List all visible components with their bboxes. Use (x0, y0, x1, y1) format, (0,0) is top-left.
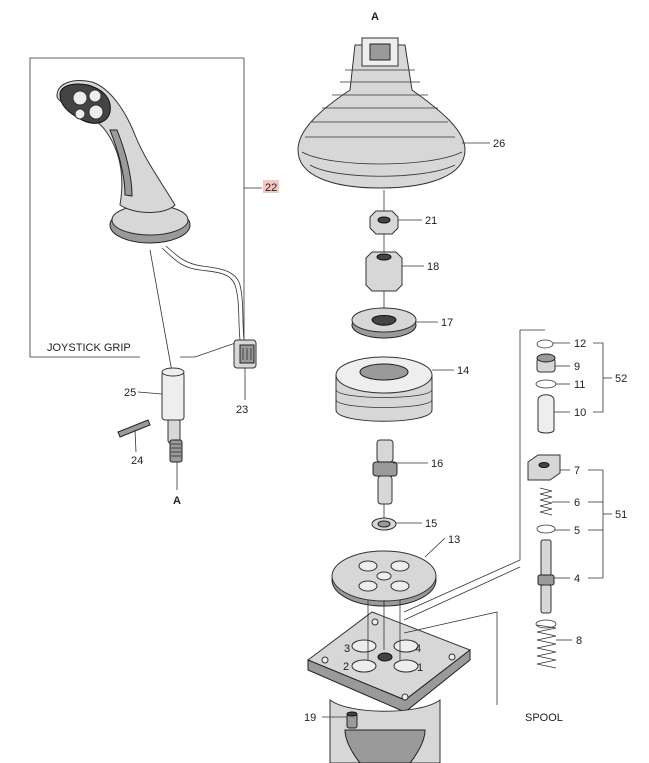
label-hole-1: 1 (417, 662, 423, 674)
connector-23 (233, 339, 257, 400)
label-part-8[interactable]: 8 (576, 635, 582, 647)
label-a-top: A (371, 11, 379, 23)
label-part-7[interactable]: 7 (574, 465, 580, 477)
rod-25 (149, 249, 185, 490)
plate-13 (331, 537, 446, 607)
label-part-18[interactable]: 18 (427, 261, 439, 273)
washer-15 (371, 517, 422, 531)
grip-cable-outer (165, 245, 245, 341)
shaft-18 (365, 251, 424, 292)
label-hole-4: 4 (415, 643, 421, 655)
label-part-15[interactable]: 15 (425, 518, 437, 530)
label-joystick-grip: JOYSTICK GRIP (47, 342, 131, 354)
label-part-51[interactable]: 51 (615, 509, 627, 521)
label-part-16[interactable]: 16 (431, 458, 443, 470)
label-hole-3: 3 (344, 643, 350, 655)
center-guide-lines (367, 190, 401, 660)
base-body (306, 611, 472, 763)
spool-parts (527, 339, 612, 669)
label-part-24[interactable]: 24 (131, 455, 143, 467)
leader-25 (137, 391, 163, 395)
screw-19 (322, 711, 358, 729)
label-part-26[interactable]: 26 (493, 138, 505, 150)
joystick-grip-box (29, 57, 262, 358)
pusher-16 (372, 439, 428, 505)
boot-26 (297, 37, 490, 189)
label-part-23[interactable]: 23 (236, 404, 248, 416)
highlight-22 (263, 180, 279, 193)
label-part-12[interactable]: 12 (574, 338, 586, 350)
label-part-6[interactable]: 6 (574, 497, 580, 509)
spool-box (403, 329, 545, 705)
label-part-4[interactable]: 4 (574, 573, 580, 585)
nut-21 (369, 210, 422, 235)
label-hole-2: 2 (343, 661, 349, 673)
label-part-17[interactable]: 17 (441, 317, 453, 329)
label-part-5[interactable]: 5 (574, 525, 580, 537)
label-spool: SPOOL (525, 712, 563, 724)
label-part-14[interactable]: 14 (457, 365, 469, 377)
plate-17 (351, 307, 438, 339)
label-part-13[interactable]: 13 (448, 534, 460, 546)
joystick-grip-illustration (56, 80, 191, 244)
label-part-19[interactable]: 19 (304, 712, 316, 724)
label-part-11[interactable]: 11 (574, 379, 585, 391)
housing-14 (335, 356, 454, 422)
label-a-bottom: A (173, 495, 181, 507)
label-part-25[interactable]: 25 (124, 387, 136, 399)
label-part-21[interactable]: 21 (425, 215, 437, 227)
pin-24 (117, 419, 151, 453)
grip-cable (161, 247, 241, 341)
label-part-52[interactable]: 52 (615, 373, 627, 385)
label-part-9[interactable]: 9 (574, 361, 580, 373)
label-part-10[interactable]: 10 (574, 407, 586, 419)
label-part-22[interactable]: 22 (265, 182, 277, 194)
